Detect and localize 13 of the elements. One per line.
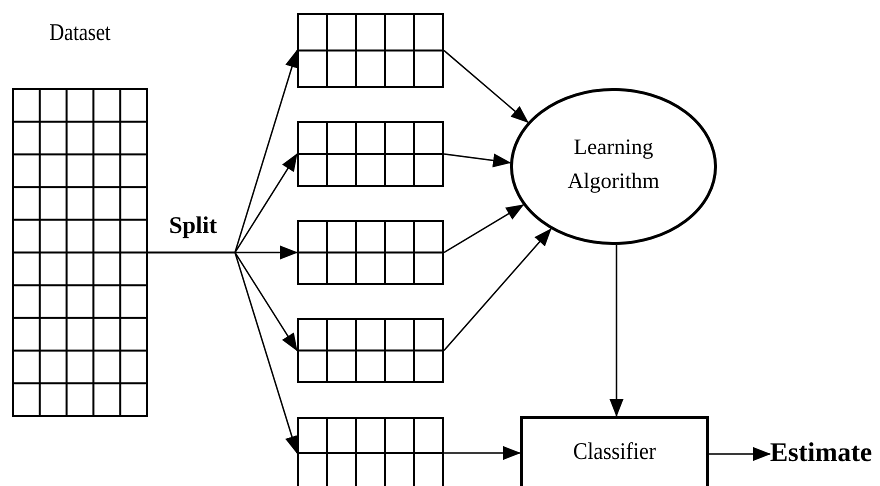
- node-label: Learning Algorithm: [566, 133, 660, 195]
- arrow: [444, 204, 524, 254]
- arrow: [444, 50, 529, 123]
- output-label: Estimate: [770, 437, 878, 469]
- arrow: [148, 252, 299, 454]
- arrow: [610, 245, 624, 417]
- process-box: [520, 416, 709, 486]
- arrow: [443, 228, 552, 351]
- dataset-heading: Dataset: [48, 20, 112, 47]
- arrow: [444, 153, 512, 168]
- arrow: [444, 446, 521, 460]
- arrow: [709, 447, 771, 461]
- node-label: Classifier: [572, 439, 657, 466]
